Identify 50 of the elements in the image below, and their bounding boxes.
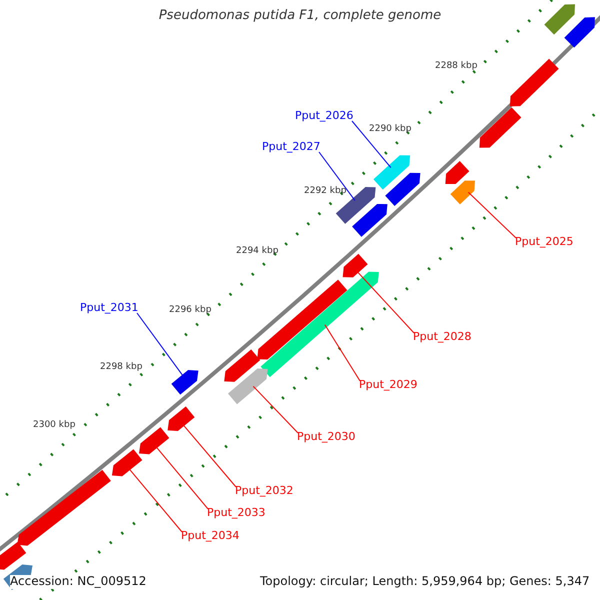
gene-block	[352, 204, 388, 237]
scale-label: 2294 kbp	[236, 246, 278, 256]
gene-block	[168, 406, 195, 431]
gene-block	[112, 449, 142, 476]
gene-label: Pput_2029	[359, 379, 418, 392]
gene-label: Pput_2033	[207, 507, 266, 520]
gene-block	[385, 172, 420, 206]
gene-block	[445, 161, 470, 184]
leader-line	[128, 467, 182, 532]
scale-label: 2288 kbp	[435, 61, 478, 72]
gene-label: Pput_2030	[297, 431, 356, 444]
leader-line	[324, 324, 360, 382]
leader-line	[318, 152, 356, 201]
gene-block	[342, 254, 368, 278]
leader-line	[352, 120, 392, 168]
gene-label: Pput_2026	[295, 110, 354, 123]
gene-label: Pput_2034	[181, 530, 240, 543]
gene-block	[171, 370, 198, 395]
leader-line	[468, 192, 516, 238]
scale-label: 2296 kbp	[169, 305, 212, 316]
scale-label: 2300 kbp	[33, 420, 76, 430]
gene-block	[510, 58, 559, 106]
gene-label: Pput_2032	[235, 485, 294, 498]
genome-info-text: Topology: circular; Length: 5,959,964 bp; Genes: 5,347	[260, 575, 590, 589]
gene-block	[373, 155, 410, 190]
gene-block	[257, 280, 348, 360]
leader-line	[182, 423, 236, 488]
gene-label: Pput_2031	[80, 302, 138, 315]
scale-label: 2292 kbp	[304, 186, 346, 196]
leader-line	[136, 312, 185, 378]
gene-block	[224, 349, 260, 382]
gene-block	[450, 180, 476, 204]
gene-label: Pput_2028	[413, 331, 472, 344]
gene-label: Pput_2027	[262, 141, 320, 154]
leader-line	[154, 445, 208, 510]
gene-block	[544, 4, 575, 35]
gene-block	[139, 427, 170, 454]
accession-text: Accession: NC_009512	[10, 575, 146, 589]
gene-block	[0, 542, 26, 570]
title: Pseudomonas putida F1, complete genome	[158, 9, 442, 24]
scale-label: 2298 kbp	[100, 362, 142, 372]
gene-block	[17, 470, 111, 546]
scale-label: 2290 kbp	[369, 124, 412, 134]
gene-block	[564, 17, 595, 48]
gene-label: Pput_2025	[515, 236, 574, 249]
leader-line	[252, 386, 298, 434]
gene-block	[260, 272, 379, 378]
gene-block	[228, 368, 268, 404]
gene-block	[479, 107, 522, 148]
leader-line	[356, 270, 414, 334]
